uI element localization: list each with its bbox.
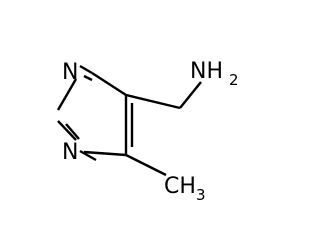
atom-n1-label: N [62,60,78,85]
bond-c5-ch2 [125,93,181,110]
atom-n3-label: N [62,140,78,165]
bond-c6-n1-inner [83,74,93,82]
bond-c4-ch3 [125,153,167,177]
bond-c5-c6 [91,71,127,97]
atom-methyl-subscript: 3 [196,186,206,204]
atom-amine-subscript: 2 [229,71,239,89]
bond-n3-c4-main [83,150,127,157]
atom-amine-label: NH [190,59,223,84]
bond-n1-c2 [56,78,78,111]
bond-c2-n3-inner [65,123,80,140]
bond-c2-n3 [57,120,77,141]
bond-n3-c4 [79,149,97,162]
atom-methyl-label: CH [164,174,196,199]
structure-diagram: N N NH 2 CH 3 [56,59,239,204]
bond-c6-n1 [79,64,93,75]
bond-ch2-n [179,81,202,109]
